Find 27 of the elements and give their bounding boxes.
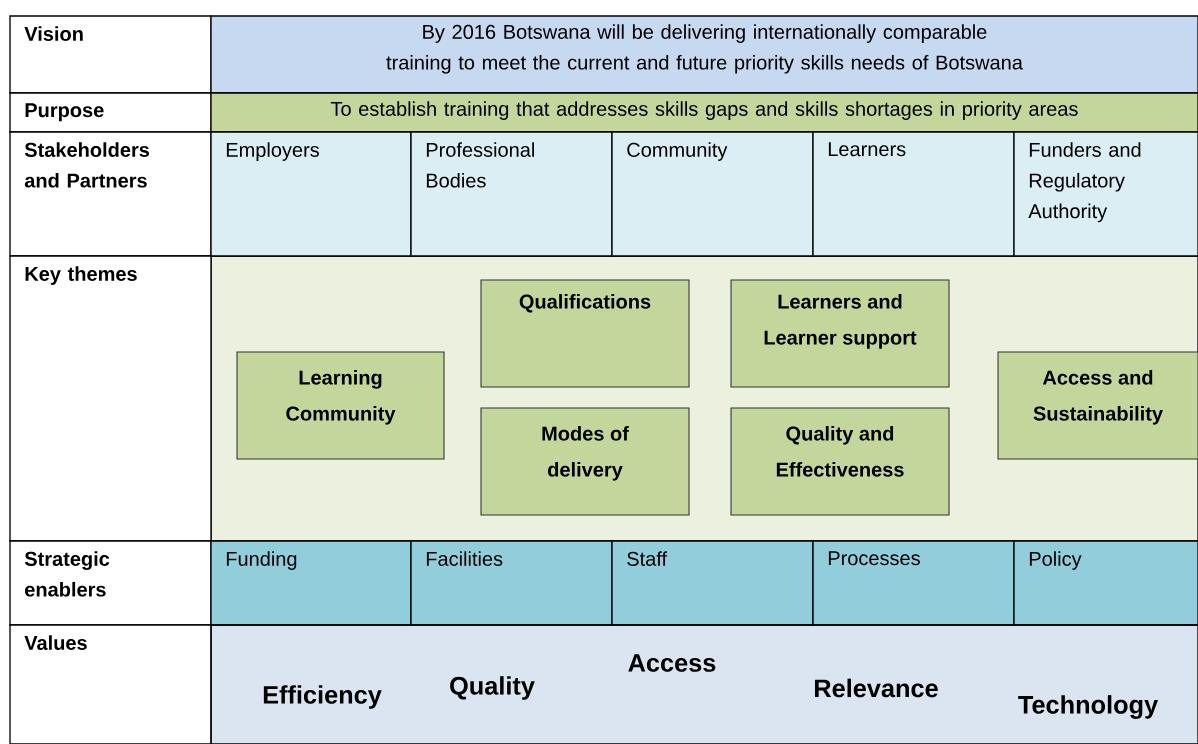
table-cell: Learners: [812, 131, 1015, 257]
theme-box: Learners and Learner support: [730, 279, 950, 388]
value-word: Technology: [1018, 695, 1159, 719]
theme-box: Quality and Effectiveness: [730, 407, 950, 516]
table-cell: Processes: [812, 540, 1015, 626]
value-word: Efficiency: [263, 685, 382, 709]
table-cell: By 2016 Botswana will be delivering internationally comparable training to meet the current and future priority skills needs of Botswana: [210, 15, 1198, 94]
table-cell: Staff: [611, 540, 814, 626]
table-cell: Funding: [210, 540, 412, 626]
theme-box: Learning Community: [236, 351, 445, 460]
theme-box: Modes of delivery: [480, 407, 690, 516]
table-cell: Policy: [1013, 540, 1198, 626]
value-word: Access: [628, 654, 716, 672]
value-word: Relevance: [815, 678, 938, 698]
theme-box: Access and Sustainability: [997, 351, 1198, 460]
table-cell: Facilities: [410, 540, 613, 626]
row-header: Vision: [9, 15, 212, 94]
table-cell: Professional Bodies: [410, 131, 613, 257]
row-header: Values: [9, 624, 212, 744]
table-cell: Employers: [210, 131, 412, 257]
value-word: Quality: [450, 676, 535, 700]
row-header: Purpose: [9, 92, 212, 133]
table-cell: To establish training that addresses skills gaps and skills shortages in priority areas: [210, 92, 1198, 133]
table-cell: Funders and Regulatory Authority: [1013, 131, 1198, 257]
theme-box: Qualifications: [480, 279, 690, 388]
row-header: Strategic enablers: [9, 540, 212, 626]
table-cell: Community: [611, 131, 814, 257]
